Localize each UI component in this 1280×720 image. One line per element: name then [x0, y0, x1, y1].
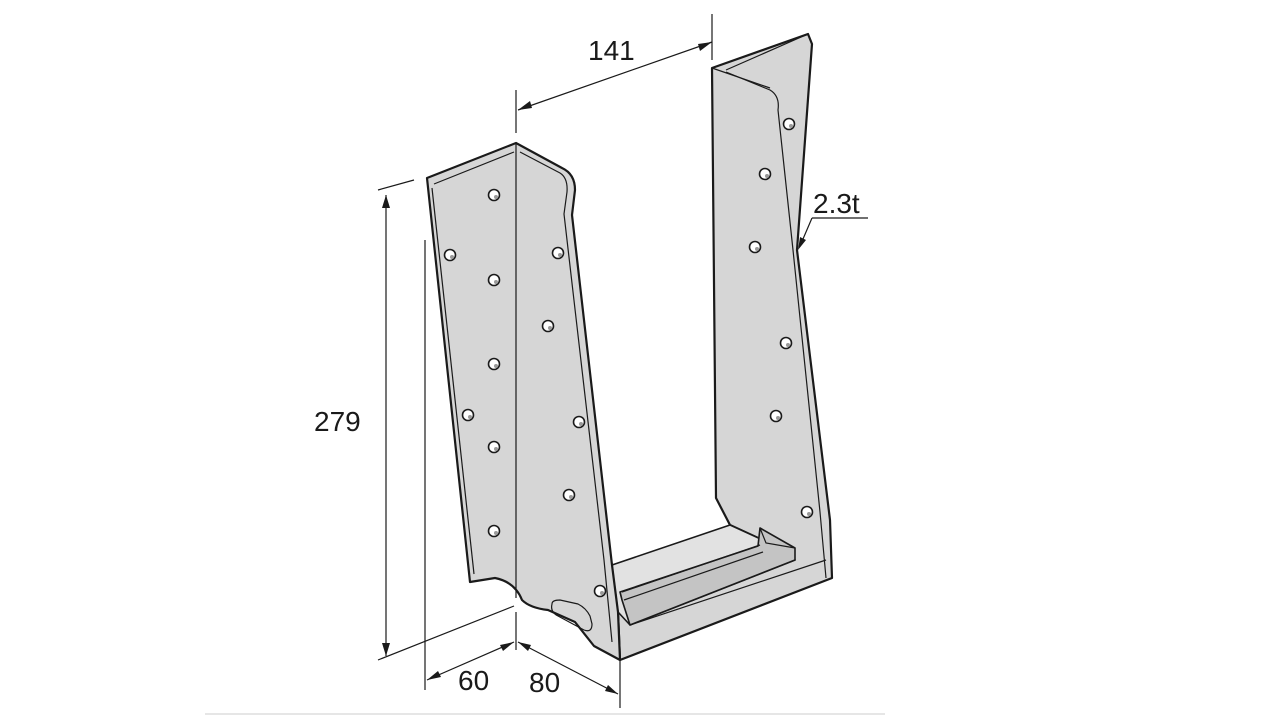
hole: [758, 167, 772, 181]
dimension-width-label: 141: [588, 35, 635, 66]
hole: [443, 248, 457, 262]
hole: [562, 488, 576, 502]
dimension-bottom: 60 80: [424, 240, 621, 708]
dimension-height: 279: [314, 179, 515, 661]
hole: [461, 408, 475, 422]
left-side-plate: [425, 141, 622, 662]
dimension-depth-label: 80: [529, 667, 560, 698]
dimension-thickness-label: 2.3t: [813, 188, 860, 219]
hole: [769, 409, 783, 423]
hole: [800, 505, 814, 519]
hole: [487, 357, 501, 371]
dimension-flange-label: 60: [458, 665, 489, 696]
dimension-height-label: 279: [314, 406, 361, 437]
hole: [593, 584, 607, 598]
hole: [779, 336, 793, 350]
hole: [541, 319, 555, 333]
hole: [487, 188, 501, 202]
hole: [551, 246, 565, 260]
hole: [572, 415, 586, 429]
hole: [487, 273, 501, 287]
hole: [487, 524, 501, 538]
hole: [782, 117, 796, 131]
dimension-width: 141: [515, 14, 713, 133]
dimension-thickness: 2.3t: [798, 188, 868, 250]
seat-plate: [611, 524, 827, 626]
nail-holes: [443, 117, 814, 598]
hole: [748, 240, 762, 254]
hole: [487, 440, 501, 454]
right-side-plate: [616, 32, 834, 662]
